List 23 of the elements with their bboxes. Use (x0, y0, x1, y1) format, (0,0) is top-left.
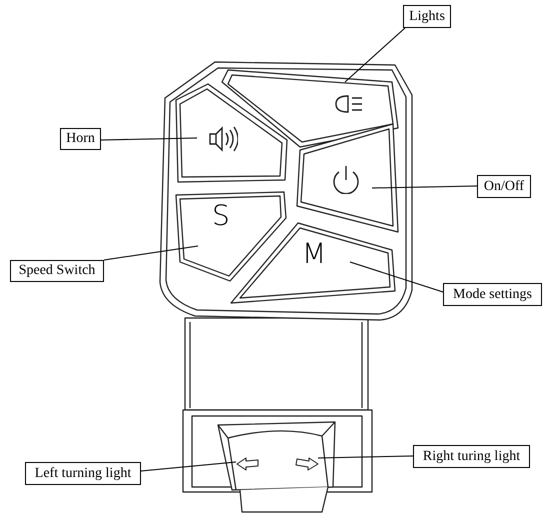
callout-label: Left turning light (25, 462, 141, 485)
leader-line (100, 138, 198, 140)
leader-line (344, 28, 406, 82)
callout-label: Mode settings (443, 283, 542, 306)
button-letter: M (302, 240, 326, 268)
callout-label: Lights (403, 5, 451, 28)
leader-line (350, 262, 444, 292)
callout-label: Horn (60, 128, 101, 150)
push-button (220, 68, 400, 150)
callout-label: On/Off (477, 175, 531, 198)
button-letter: S (212, 202, 230, 230)
leader-line (318, 456, 414, 458)
callout-label: Right turing light (413, 445, 530, 468)
push-button (174, 190, 288, 283)
leader-line (140, 462, 236, 472)
right-arrow-mark (294, 456, 320, 472)
left-arrow-mark (235, 456, 260, 472)
leader-line (372, 186, 478, 188)
callout-label: Speed Switch (10, 260, 104, 282)
push-button (295, 122, 400, 234)
push-button (229, 221, 397, 305)
leader-line (104, 246, 198, 260)
push-button (174, 82, 289, 184)
